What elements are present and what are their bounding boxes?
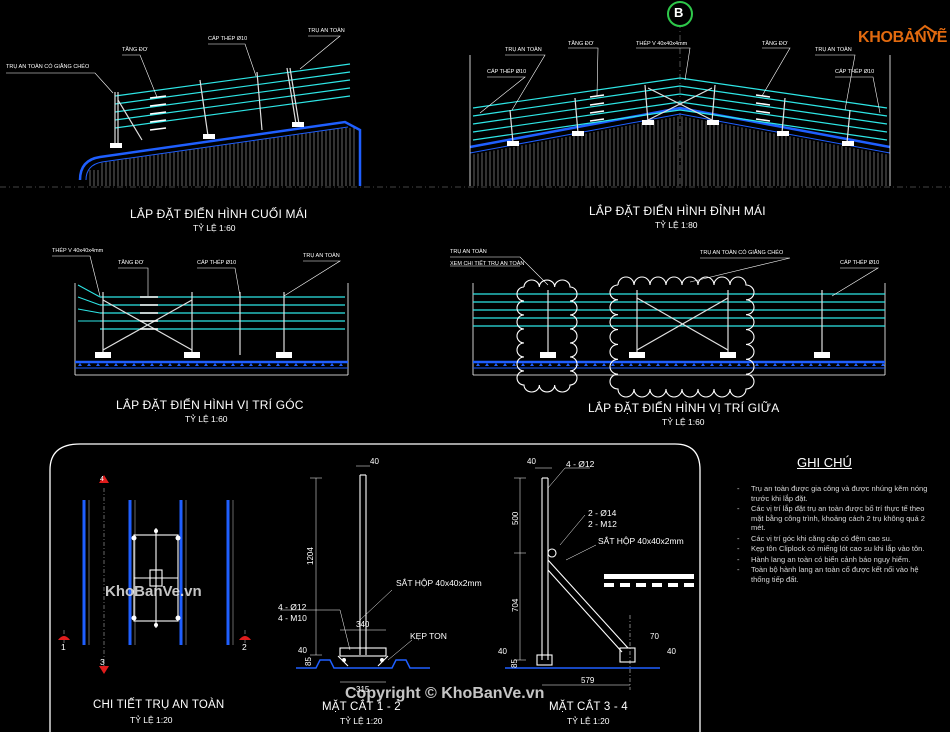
section-marker-1: 1 [61, 642, 66, 652]
section-marker-2: 2 [242, 642, 247, 652]
s12-label-bolt-a: 4 - Ø12 [278, 602, 307, 612]
view-ridge [469, 47, 891, 186]
s12-label-bolt-b: 4 - M10 [278, 613, 307, 623]
note-item: Kẹp tôn Cliplock có miếng lót cao su khi… [735, 544, 935, 554]
s34-dim-579: 579 [581, 676, 595, 685]
s12-label-box: SẮT HỘP 40x40x2mm [396, 578, 482, 588]
view-corner [52, 255, 349, 376]
khobanve-logo: KHOBẢNVẼ [853, 22, 947, 52]
ridge-label-cable-right: CÁP THÉP Ø10 [835, 69, 875, 75]
corner-label-post: TRỤ AN TOÀN [303, 253, 340, 259]
corner-label-angle: THÉP V 40x40x4mm [52, 248, 104, 254]
watermark-left: KhoBanVe.vn [105, 583, 202, 600]
s12-dim-top: 40 [370, 457, 379, 466]
s34-label-box: SẮT HỘP 40x40x2mm [598, 536, 684, 546]
notes-title: GHI CHÚ [797, 455, 852, 470]
ridge-label-angle: THÉP V 40x40x4mm [636, 41, 688, 47]
middle-scale: TỶ LỆ 1:60 [662, 417, 705, 427]
s34-label-bolt-top: 4 - Ø12 [566, 459, 595, 469]
note-item: Hành lang an toàn có biển cảnh báo nguy … [735, 555, 935, 565]
s12-dim-40: 40 [298, 646, 307, 655]
section-marker-4: 4 [100, 476, 104, 483]
ridge-label-cable-left: CÁP THÉP Ø10 [487, 69, 527, 75]
ridge-label-post-left: TRỤ AN TOÀN [505, 47, 542, 53]
section-marker-3: 3 [100, 657, 105, 667]
corner-label-turnbuckle: TĂNG ĐƠ [118, 260, 144, 266]
s12-dim-340: 340 [356, 620, 370, 629]
callout-b [667, 1, 693, 27]
s34-dim-40-left: 40 [498, 647, 507, 656]
ridge-scale: TỶ LỆ 1:80 [655, 220, 698, 230]
section-1-2-drawing [280, 465, 430, 683]
section34-title: MẶT CẮT 3 - 4 [549, 701, 628, 713]
s12-dim-height: 1204 [306, 547, 315, 565]
view-middle [450, 256, 886, 398]
s34-dim-704: 704 [511, 598, 520, 612]
ridge-title: LẮP ĐẶT ĐIỂN HÌNH ĐỈNH MÁI [589, 204, 766, 218]
detail-panel [49, 443, 701, 732]
post-scale: TỶ LỆ 1:20 [130, 715, 173, 725]
notes-list: Trụ an toàn được gia công và được nhúng … [735, 484, 935, 585]
note-item: Toàn bộ hành lang an toàn cố được kết nố… [735, 565, 935, 584]
eave-label-post: TRỤ AN TOÀN [308, 28, 345, 34]
eave-label-post-bracing: TRỤ AN TOÀN CÓ GIẰNG CHÉO [6, 64, 90, 70]
s34-dim-500: 500 [511, 511, 520, 525]
eave-label-turnbuckle: TĂNG ĐƠ [122, 47, 148, 53]
section12-title: MẶT CẮT 1 - 2 [322, 701, 401, 713]
section34-scale: TỶ LỆ 1:20 [567, 716, 610, 726]
section-3-4-drawing [505, 467, 694, 690]
note-item: Các vị trí lắp đặt trụ an toàn được bố t… [735, 504, 935, 533]
s12-dim-315: 315 [356, 685, 370, 694]
logo-text: KHOBẢNVẼ [858, 29, 948, 46]
s34-dim-40-right: 40 [667, 647, 676, 656]
note-item: Các vị trí góc khi căng cáp có đệm cao s… [735, 534, 935, 544]
s34-dim-70: 70 [650, 632, 659, 641]
post-title: CHI TIẾT TRỤ AN TOÀN [93, 699, 225, 711]
middle-label-cable: CÁP THÉP Ø10 [840, 260, 880, 266]
s34-label-bolt-a: 2 - Ø14 [588, 508, 617, 518]
eave-title: LẮP ĐẶT ĐIỂN HÌNH CUỐI MÁI [130, 207, 308, 221]
corner-label-cable: CÁP THÉP Ø10 [197, 260, 237, 266]
ridge-label-turnbuckle-right: TĂNG ĐƠ [762, 41, 788, 47]
s12-dim-85: 85 [304, 657, 313, 666]
view-eave [6, 35, 362, 186]
s12-label-clamp: KẸP TON [410, 631, 447, 641]
middle-label-post-detail: XEM CHI TIẾT TRỤ AN TOÀN [450, 261, 525, 267]
ridge-label-turnbuckle-left: TĂNG ĐƠ [568, 41, 594, 47]
eave-label-cable: CÁP THÉP Ø10 [208, 36, 248, 42]
section12-scale: TỶ LỆ 1:20 [340, 716, 383, 726]
middle-label-post-bracing: TRỤ AN TOÀN CÓ GIẰNG CHÉO [700, 250, 784, 256]
corner-title: LẮP ĐẶT ĐIỂN HÌNH VỊ TRÍ GÓC [116, 398, 304, 412]
post-plan-view [58, 475, 251, 674]
corner-scale: TỶ LỆ 1:60 [185, 414, 228, 424]
note-item: Trụ an toàn được gia công và được nhúng … [735, 484, 935, 503]
s34-dim-85: 85 [510, 659, 519, 668]
ridge-label-post-right: TRỤ AN TOÀN [815, 47, 852, 53]
eave-scale: TỶ LỆ 1:60 [193, 223, 236, 233]
callout-letter: B [674, 5, 684, 20]
middle-label-post: TRỤ AN TOÀN [450, 249, 487, 255]
middle-title: LẮP ĐẶT ĐIỂN HÌNH VỊ TRÍ GIỮA [588, 401, 780, 415]
s34-label-bolt-b: 2 - M12 [588, 519, 617, 529]
s34-dim-top: 40 [527, 457, 536, 466]
house-icon [914, 24, 938, 35]
watermark-copyright: Copyright © KhoBanVe.vn [345, 685, 545, 702]
